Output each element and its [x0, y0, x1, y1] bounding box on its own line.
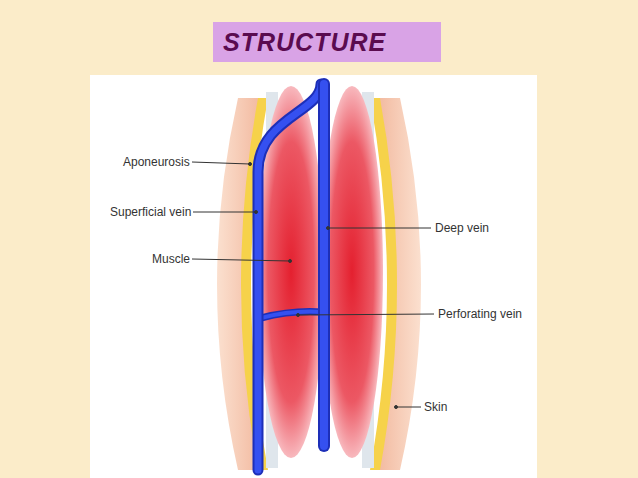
part-label: Superficial vein [110, 205, 191, 219]
leader-dot [327, 227, 330, 230]
part-label: Deep vein [435, 221, 489, 235]
leader-line [193, 212, 256, 213]
part-label: Perforating vein [438, 307, 522, 321]
superficial-vein [258, 84, 321, 470]
leader-dot [395, 406, 398, 409]
leader-line [192, 259, 290, 261]
leader-dot [289, 260, 292, 263]
part-label: Muscle [152, 252, 190, 266]
leader-dot [249, 163, 252, 166]
part-label: Skin [424, 400, 447, 414]
leader-line [298, 314, 434, 315]
leader-dot [297, 314, 300, 317]
part-label: Aponeurosis [123, 155, 190, 169]
deep-vein [318, 84, 330, 446]
superficial-vein [258, 84, 321, 470]
title-text: STRUCTURE [223, 28, 386, 57]
leader-line [396, 407, 421, 408]
muscle [321, 86, 383, 458]
title-box: STRUCTURE [213, 22, 441, 62]
leader-dot [255, 211, 258, 214]
deep-vein [320, 84, 328, 446]
leader-line [328, 228, 431, 229]
leader-line [192, 162, 250, 164]
